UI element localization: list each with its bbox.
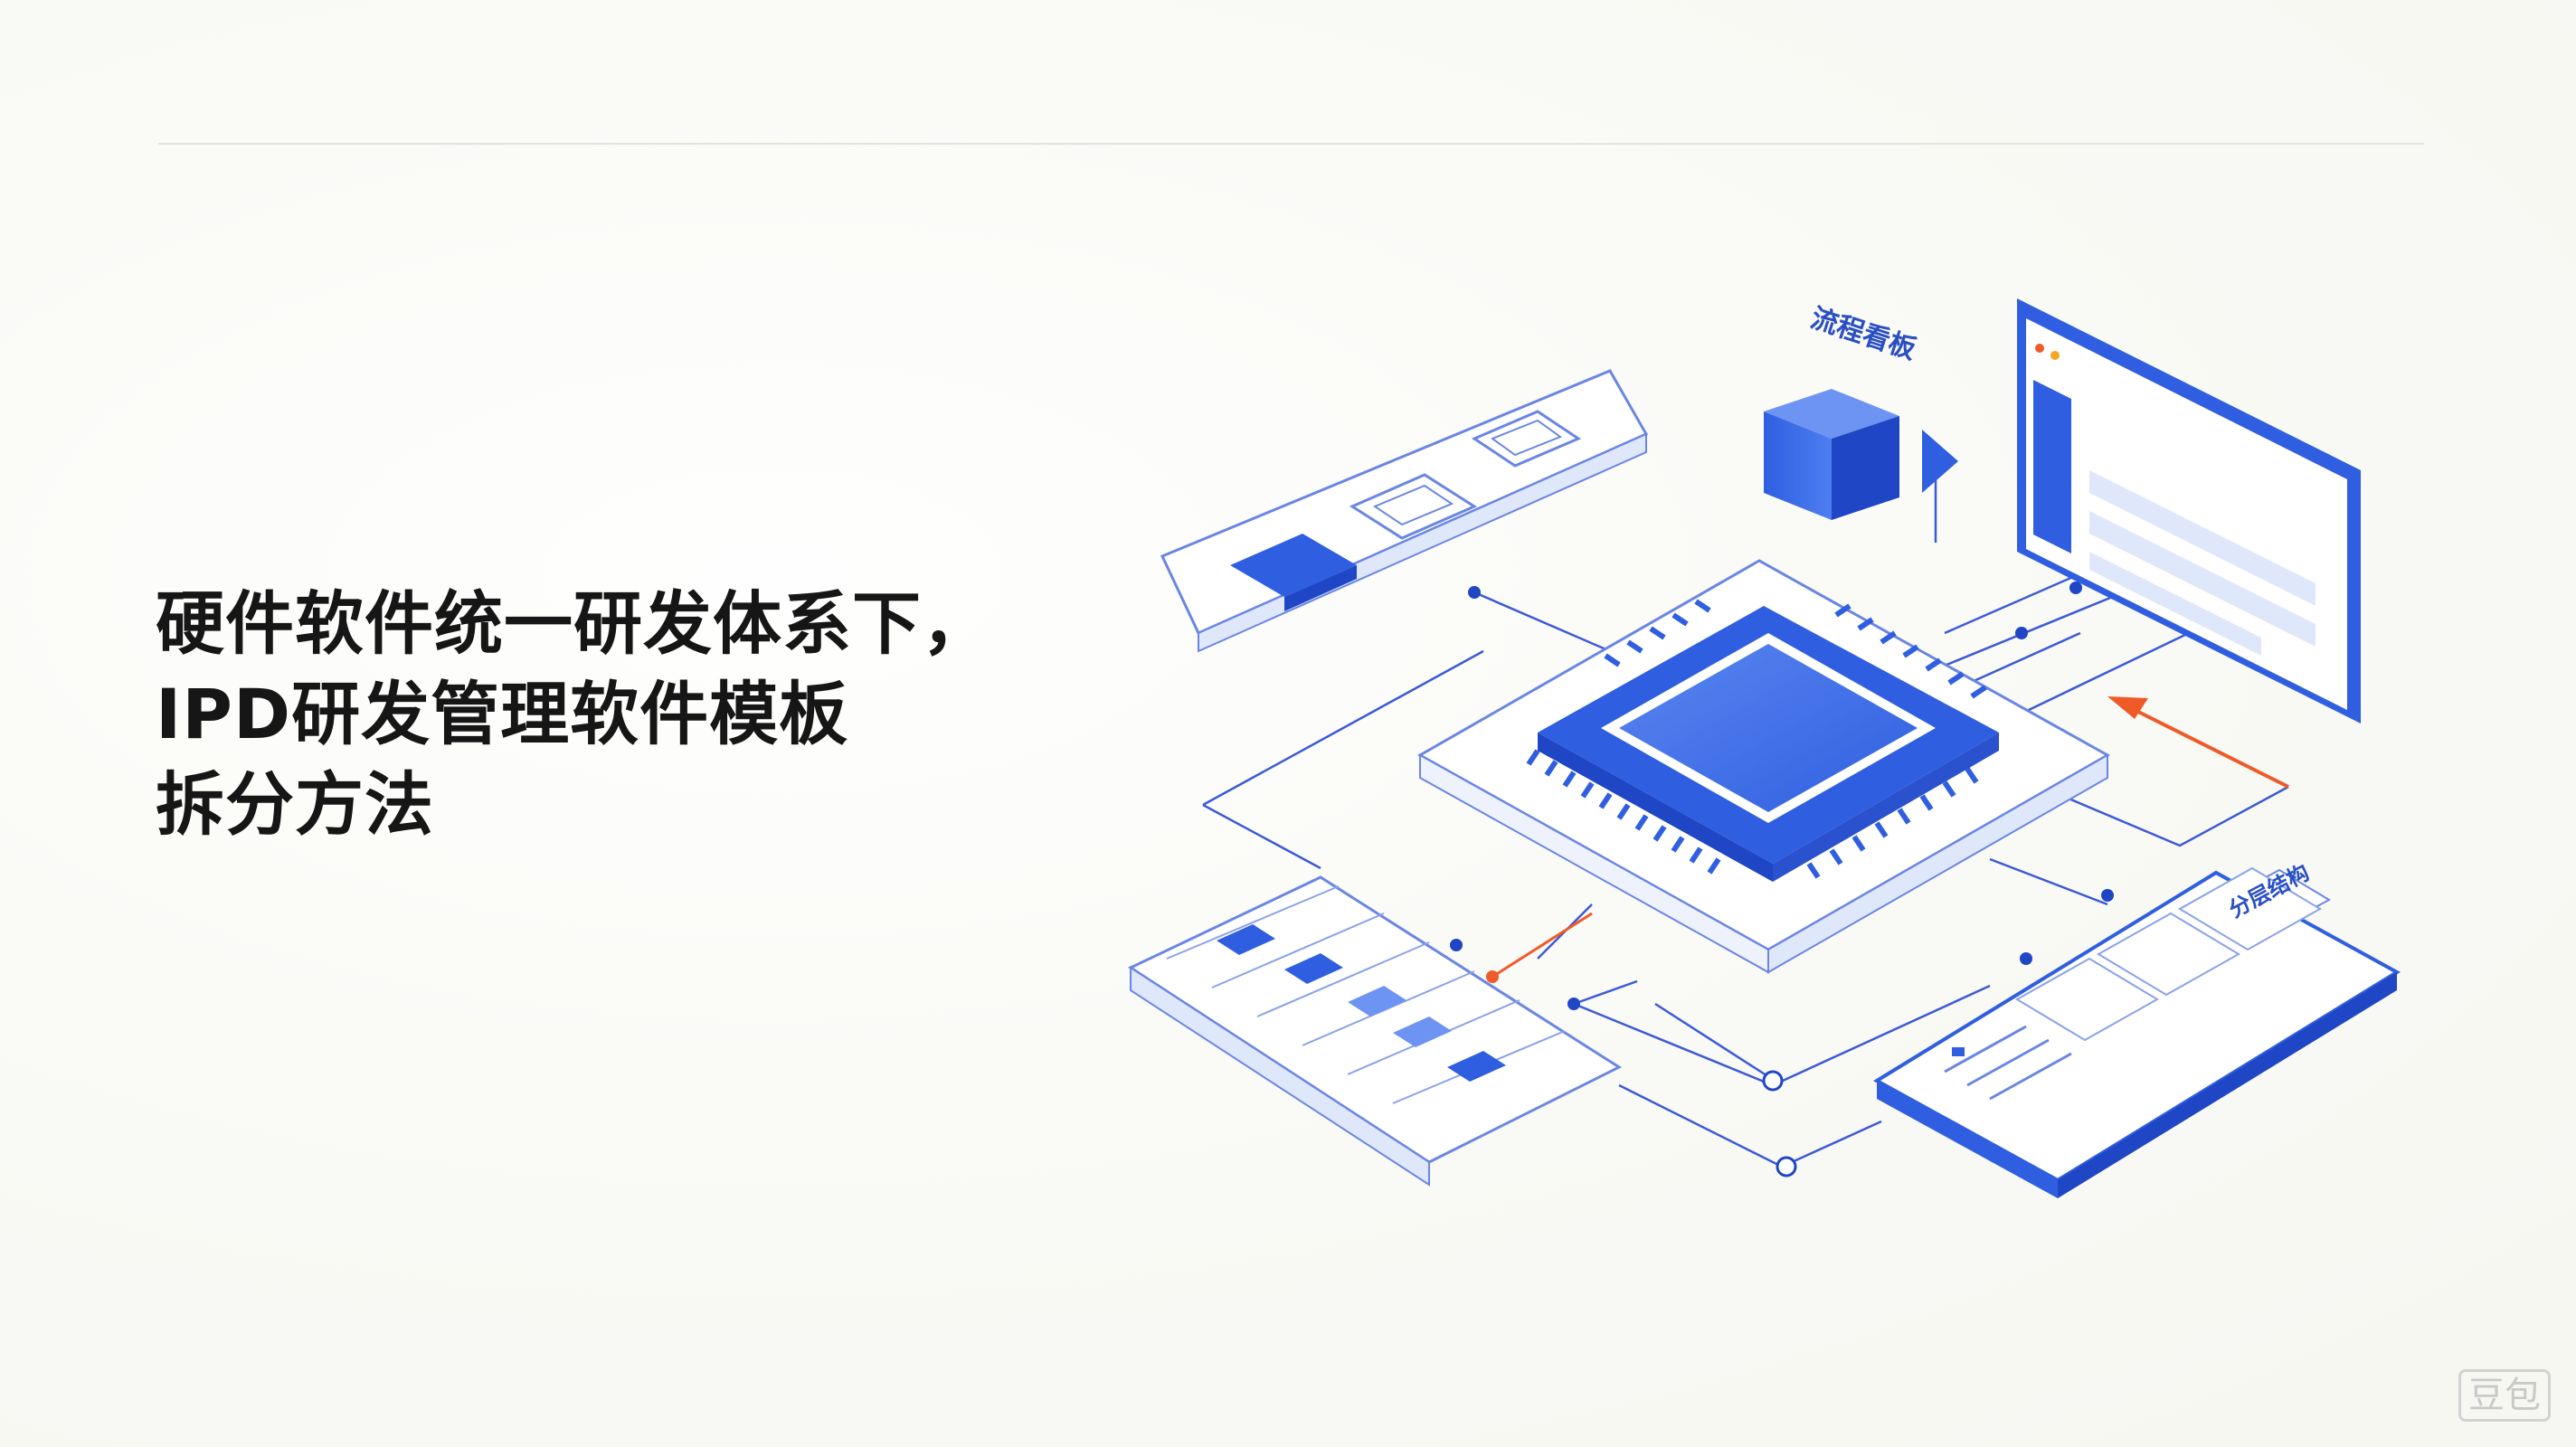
title-line-2: IPD研发管理软件模板 xyxy=(156,674,849,754)
orange-arrow xyxy=(1486,696,2289,983)
page-title: 硬件软件统一研发体系下， IPD研发管理软件模板 拆分方法 xyxy=(156,579,991,850)
connection-nodes xyxy=(1450,582,2114,1010)
module-cube-icon xyxy=(1764,389,1958,520)
title-line-3: 拆分方法 xyxy=(156,764,434,845)
dashboard-window xyxy=(2017,298,2361,724)
isometric-illustration: 流程看板 xyxy=(1127,298,2401,1198)
timeline-grid-panel xyxy=(1127,875,1623,1187)
connection-lines xyxy=(1202,452,2289,1168)
processor-chip xyxy=(1526,599,1999,882)
title-line-1: 硬件软件统一研发体系下， xyxy=(156,583,991,664)
layered-structure-panel xyxy=(1873,866,2401,1198)
top-divider xyxy=(158,143,2424,145)
kanban-label: 流程看板 xyxy=(1807,302,1920,365)
watermark-logo: 豆包 xyxy=(2458,1369,2551,1422)
hollow-nodes xyxy=(1762,1070,1797,1177)
component-tray-panel xyxy=(1160,369,1649,653)
